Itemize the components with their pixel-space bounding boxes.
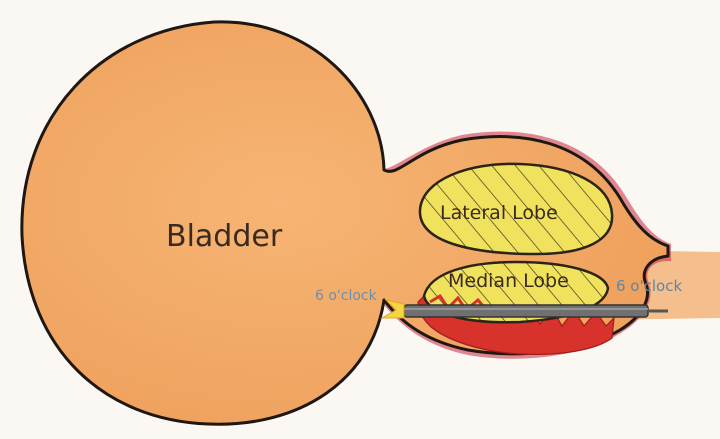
six-oclock-label-left: 6 o'clock (315, 288, 377, 304)
lateral-lobe (418, 162, 614, 256)
energy-tip-icon (380, 299, 405, 319)
resectoscope-instrument (380, 299, 668, 319)
median-lobe-label: Median Lobe (448, 270, 569, 292)
six-oclock-label-right: 6 o'clock (616, 277, 683, 295)
lateral-lobe-label: Lateral Lobe (440, 202, 558, 224)
bladder-label: Bladder (166, 219, 283, 254)
